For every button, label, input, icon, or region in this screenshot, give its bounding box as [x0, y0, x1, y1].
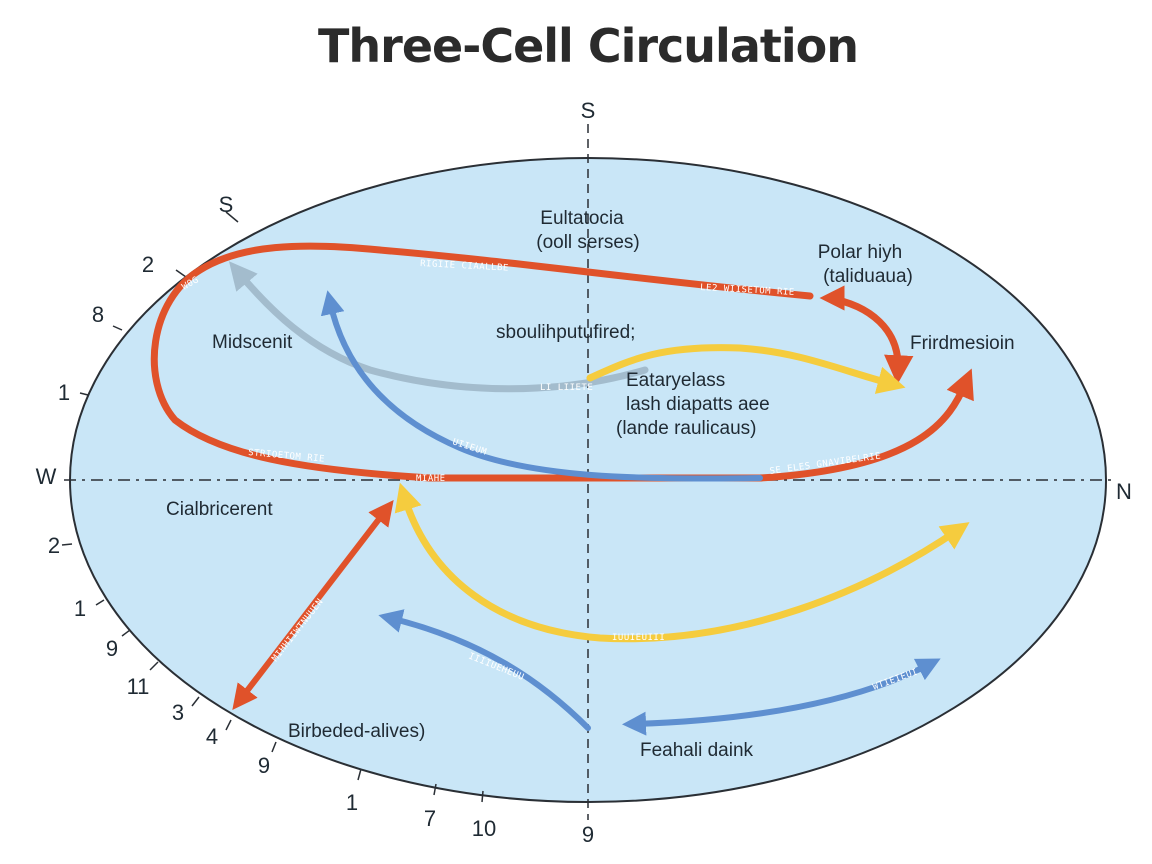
label-bottom-right: Feahali daink: [640, 740, 754, 761]
rim-tick-mark: [149, 661, 159, 671]
rim-tick-mark: [112, 325, 123, 331]
arrow-text-red-top-a: RIGIIE CIAALLBE: [420, 259, 509, 274]
rim-tick-label: 10: [472, 816, 496, 841]
axis-right-letter: N: [1116, 479, 1132, 504]
rim-tick-mark: [121, 629, 131, 637]
label-lower-left: Cialbricerent: [166, 499, 273, 520]
rim-tick-mark: [357, 768, 362, 781]
rim-tick-label: 9: [258, 753, 270, 778]
arrow-text-red-top-b: LE2 WIISETOM RIE: [700, 283, 795, 298]
red-loop-upper-arrow: [150, 242, 814, 482]
label-center-block-line2: lash diapatts aee: [626, 394, 770, 415]
rim-tick-mark: [79, 392, 89, 396]
rim-tick-label: 1: [74, 596, 86, 621]
yellow-lower-arrow: [394, 482, 970, 643]
label-center-block-line3: (lande raulicaus): [616, 418, 756, 439]
label-polar-high-line2: (taliduaua): [823, 266, 913, 287]
rim-tick-mark: [433, 783, 437, 796]
axis-bottom-letter: 9: [582, 822, 594, 847]
rim-tick-label: 2: [142, 252, 154, 277]
rim-tick-label: 2: [48, 533, 60, 558]
label-top-center-line2: (ooll serses): [536, 232, 639, 253]
rim-tick-mark: [481, 790, 484, 803]
blue-upper-arrow: [320, 290, 763, 482]
arrow-text-red-equator-a: MIAHE: [416, 474, 446, 484]
rim-tick-label: 1: [346, 790, 358, 815]
blue-lower-right-arrow: [622, 658, 941, 736]
axis-left-letter: W: [36, 464, 57, 489]
yellow-upper-arrow: [586, 344, 906, 394]
rim-tick-label: 11: [127, 674, 150, 699]
rim-tick-label: 3: [172, 700, 184, 725]
rim-tick-mark: [225, 211, 239, 223]
red-lower-left-arrow: [232, 500, 394, 710]
rim-tick-label: 8: [92, 302, 104, 327]
arrow-text-yellow: IUUIEUIII: [612, 633, 665, 643]
blue-lower-left-arrow: [378, 609, 591, 731]
grey-arrow: [228, 261, 649, 393]
red-loop-arrow: [426, 368, 974, 482]
rim-tick-mark: [61, 543, 73, 546]
rim-tick-mark: [225, 719, 232, 731]
rim-tick-label: 7: [424, 806, 436, 831]
rim-tick-mark: [271, 741, 277, 753]
rim-tick-mark: [95, 599, 105, 606]
label-bottom-left: Birbeded-alives): [288, 721, 425, 742]
rim-tick-label: 1: [58, 380, 70, 405]
label-center-upper: sboulihputufired;: [496, 322, 635, 343]
label-top-center-line1: Eultatocia: [540, 208, 624, 229]
rim-tick-label: 9: [106, 636, 118, 661]
arrow-text-grey: LI LIIETE: [540, 383, 593, 393]
label-frirdmesion: Frirdmesioin: [910, 333, 1015, 354]
rim-tick-mark: [175, 269, 187, 278]
rim-tick-label: 4: [206, 724, 218, 749]
rim-tick-mark: [191, 696, 200, 707]
diagram-title: Three-Cell Circulation: [318, 19, 858, 73]
label-center-block-line1: Eataryelass: [626, 370, 725, 391]
axis-top-letter: S: [581, 98, 596, 123]
rim-tick-label: S: [219, 192, 234, 217]
label-polar-high-line1: Polar hiyh: [818, 242, 903, 263]
label-midscent: Midscenit: [212, 332, 293, 353]
